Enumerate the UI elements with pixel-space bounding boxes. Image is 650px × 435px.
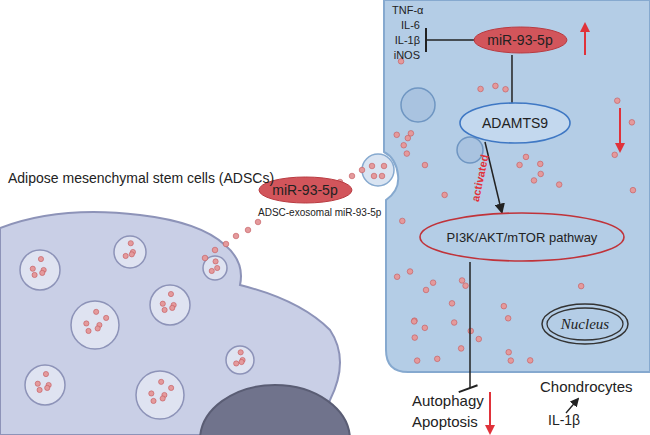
chondrocyte-cell: [384, 0, 650, 372]
cytokine-label: IL-6: [401, 19, 420, 31]
mirna-ellipse: miR-93-5p: [473, 26, 568, 54]
connector: [502, 55, 522, 104]
connector: [485, 142, 502, 213]
cytokine-label: IL-1β: [395, 34, 420, 46]
inhibit-line: [426, 39, 472, 41]
adsc-vesicles: [20, 236, 254, 419]
inhibit-line: [469, 262, 471, 388]
down-arrow: [489, 392, 491, 430]
gene-ellipse: ADAMTS9: [459, 102, 571, 144]
outcome-label: Apoptosis: [412, 413, 478, 430]
node-text: miR-93-5p: [487, 32, 552, 48]
nucleus-ellipse: Nucleus: [541, 303, 629, 345]
inhibit-bar: [425, 28, 427, 52]
node-text: PI3K/AKT/mTOR pathway: [447, 230, 598, 245]
cell-label: Adipose mesenchymal stem cells (ADSCs): [8, 170, 274, 186]
cytokine-label: iNOS: [394, 49, 420, 61]
node-text: ADAMTS9: [482, 115, 548, 131]
adsc-nucleus: [200, 385, 350, 435]
up-arrow: [584, 27, 586, 55]
node-text: miR-93-5p: [272, 182, 337, 198]
cell-label: Chondrocytes: [540, 378, 633, 395]
mirna-dots: [202, 58, 636, 363]
exosome: [362, 154, 394, 186]
inhibit-bar: [459, 385, 478, 392]
stimulus-label: IL-1β: [548, 412, 580, 428]
pathway-ellipse: PI3K/AKT/mTOR pathway: [419, 212, 625, 262]
outcome-label: Autophagy: [412, 392, 484, 409]
node-text: Nucleus: [561, 316, 609, 333]
down-arrow: [619, 108, 621, 148]
cytokine-label: TNF-α: [392, 4, 423, 16]
stimulus-arrow: [566, 399, 578, 413]
exosome-label: ADSC-exosomal miR-93-5p: [258, 207, 381, 218]
